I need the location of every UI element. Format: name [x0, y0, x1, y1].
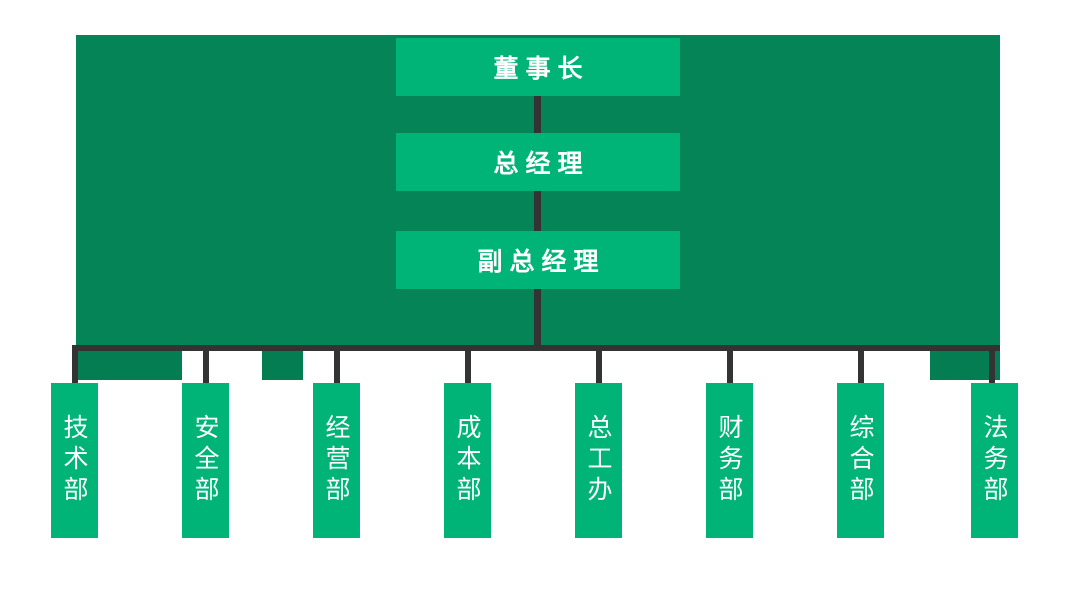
connector-gm-to-deputy [534, 191, 541, 231]
node-department-cost[interactable]: 成本部 [444, 383, 491, 538]
decorative-block-left [76, 347, 182, 380]
node-department-safety-label: 安全部 [191, 414, 220, 507]
node-department-technology[interactable]: 技术部 [51, 383, 98, 538]
connector-chairman-to-gm [534, 96, 541, 133]
node-department-cost-label: 成本部 [453, 414, 482, 507]
node-department-technology-label: 技术部 [60, 414, 89, 507]
node-department-finance-label: 财务部 [715, 414, 744, 507]
node-department-chief-engineer-label: 总工办 [584, 414, 613, 507]
stem-department-3 [333, 345, 340, 385]
department-bus-bar [76, 345, 1000, 351]
stem-department-5 [595, 345, 602, 385]
node-department-legal-label: 法务部 [980, 414, 1009, 507]
decorative-block-mid [262, 347, 303, 380]
node-department-legal[interactable]: 法务部 [971, 383, 1018, 538]
node-general-manager[interactable]: 总经理 [396, 133, 680, 191]
node-department-operations[interactable]: 经营部 [313, 383, 360, 538]
node-general-manager-label: 总经理 [493, 149, 590, 178]
decorative-block-right [930, 347, 1000, 380]
node-deputy-general-manager-label: 副总经理 [477, 247, 606, 276]
node-chairman-label: 董事长 [493, 54, 590, 83]
connector-deputy-to-bus [534, 289, 541, 350]
node-department-operations-label: 经营部 [322, 414, 351, 507]
stem-department-6 [726, 345, 733, 385]
node-department-general-affairs-label: 综合部 [846, 414, 875, 507]
node-chairman[interactable]: 董事长 [396, 38, 680, 96]
stem-department-2 [202, 345, 209, 385]
stem-department-7 [857, 345, 864, 385]
stem-department-1 [71, 345, 78, 385]
node-department-finance[interactable]: 财务部 [706, 383, 753, 538]
stem-department-4 [464, 345, 471, 385]
node-deputy-general-manager[interactable]: 副总经理 [396, 231, 680, 289]
node-department-safety[interactable]: 安全部 [182, 383, 229, 538]
node-department-chief-engineer[interactable]: 总工办 [575, 383, 622, 538]
stem-department-8 [988, 345, 995, 385]
node-department-general-affairs[interactable]: 综合部 [837, 383, 884, 538]
